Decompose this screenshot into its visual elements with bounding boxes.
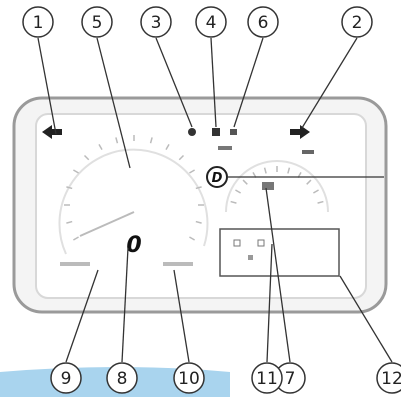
parking-icon <box>230 129 237 135</box>
callout-5: 5 <box>81 6 113 38</box>
callout-4: 4 <box>195 6 227 38</box>
callout-11: 11 <box>251 362 283 394</box>
gauge-tick <box>149 137 153 144</box>
callout-number: 10 <box>178 369 200 389</box>
callout-number: 3 <box>151 13 162 33</box>
callout-number: 2 <box>352 13 363 33</box>
gauge-tick <box>115 137 119 144</box>
gauge-tick <box>242 179 248 185</box>
odometer-label <box>60 262 90 266</box>
gauge-tick <box>230 200 237 204</box>
gauge-tick <box>306 179 312 185</box>
leader-lines <box>37 37 393 363</box>
speedometer-arc <box>58 148 209 255</box>
callout-2: 2 <box>341 6 373 38</box>
gauge-tick <box>178 154 185 161</box>
gauge-tick <box>287 167 291 174</box>
gauge-tick <box>189 236 195 241</box>
callout-6: 6 <box>247 6 279 38</box>
callout-number: 6 <box>258 13 269 33</box>
callout-number: 1 <box>33 13 44 33</box>
callout-number: 8 <box>117 369 128 389</box>
battery-gauge-arc <box>225 160 329 213</box>
speedometer-needle <box>79 211 135 237</box>
gauge-tick <box>83 154 90 161</box>
info-icon-3 <box>248 255 253 260</box>
small-indicator-icon <box>218 146 232 150</box>
battery-icon <box>262 182 274 190</box>
trip-label <box>163 262 193 266</box>
gauge-tick <box>195 186 202 190</box>
callout-number: 9 <box>61 369 72 389</box>
gauge-tick <box>189 169 195 174</box>
gauge-tick <box>317 200 324 204</box>
speed-value: 0 <box>126 233 141 258</box>
callout-3: 3 <box>140 6 172 38</box>
callout-number: 7 <box>285 369 296 389</box>
callout-8: 8 <box>106 362 138 394</box>
gauge-tick <box>73 169 79 174</box>
display-screen <box>35 113 367 299</box>
gear-indicator: D <box>212 171 223 186</box>
gauge-tick <box>165 144 170 150</box>
gauge-tick <box>235 189 242 194</box>
gauge-tick <box>263 167 267 174</box>
speedometer-ticks <box>64 135 204 241</box>
callout-1: 1 <box>22 6 54 38</box>
gauge-tick <box>312 189 319 194</box>
callout-12: 12 <box>376 362 401 394</box>
gauge-tick <box>195 220 202 224</box>
gauge-tick <box>66 186 73 190</box>
info-box <box>219 228 340 277</box>
low-beam-icon <box>212 128 220 136</box>
callout-number: 5 <box>92 13 103 33</box>
right-status-icon <box>302 150 314 154</box>
left-turn-arrow-icon <box>42 125 62 139</box>
callout-number: 12 <box>381 369 401 389</box>
info-icon-1 <box>233 239 241 247</box>
callout-number: 11 <box>256 369 278 389</box>
gauge-tick <box>73 236 79 241</box>
info-icon-2 <box>257 239 265 247</box>
high-beam-icon <box>188 128 196 136</box>
callout-10: 10 <box>173 362 205 394</box>
gauge-tick <box>98 144 103 150</box>
callout-9: 9 <box>50 362 82 394</box>
right-turn-arrow-icon <box>290 125 310 139</box>
gauge-tick <box>66 220 73 224</box>
callout-number: 4 <box>206 13 217 33</box>
